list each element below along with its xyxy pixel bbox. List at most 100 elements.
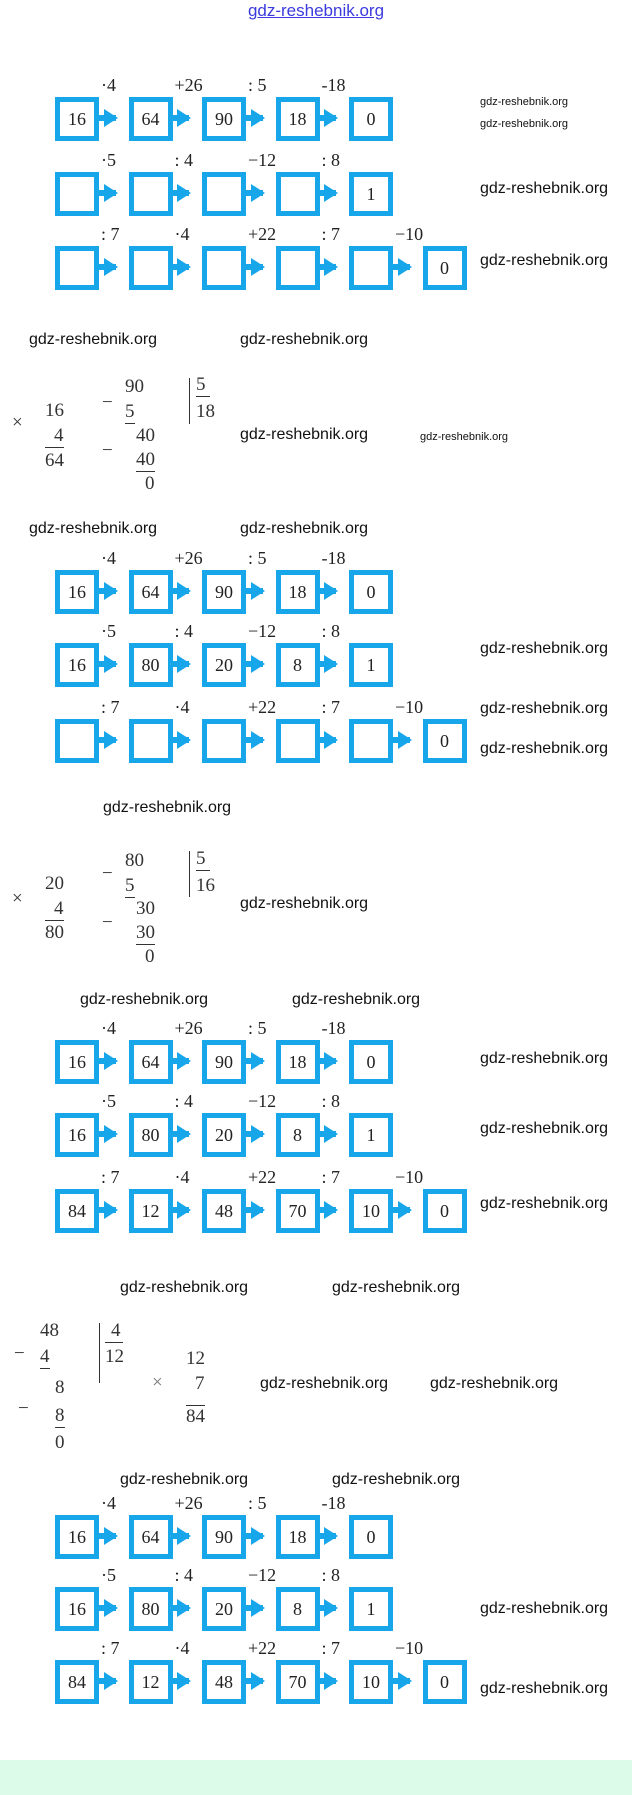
operation-label: : 7 xyxy=(101,1167,120,1187)
arrow-icon xyxy=(98,731,117,749)
operation-label: +22 xyxy=(248,1167,277,1187)
arrow-icon xyxy=(245,1672,264,1690)
watermark: gdz-reshebnik.org xyxy=(29,520,158,537)
number-box xyxy=(55,719,99,763)
number-box: 80 xyxy=(128,1113,173,1157)
number-box: 0 xyxy=(349,1040,393,1084)
arrow-icon xyxy=(245,655,264,673)
operation-label: : 8 xyxy=(321,1565,341,1585)
number-box: 16 xyxy=(55,1113,99,1157)
operation-label: +22 xyxy=(248,224,277,244)
arrow-icon xyxy=(392,731,411,749)
arrow-icon xyxy=(98,258,117,276)
number-box xyxy=(349,246,393,290)
number-box: 80 xyxy=(128,1587,173,1631)
dividend: 48 xyxy=(40,1320,59,1341)
number-box: 0 xyxy=(422,1660,467,1704)
arrow-icon xyxy=(98,1125,117,1143)
watermark: gdz-reshebnik.org xyxy=(480,1120,609,1137)
operation-label: : 8 xyxy=(321,1091,341,1111)
number-box: 20 xyxy=(202,643,246,687)
operation-label: : 7 xyxy=(101,1638,120,1658)
number-box: 18 xyxy=(275,1515,320,1559)
number-box: 20 xyxy=(202,1113,246,1157)
number-box: 18 xyxy=(275,1040,320,1084)
number-box: 1 xyxy=(349,1587,393,1631)
operation-label: : 7 xyxy=(321,1167,341,1187)
number-box xyxy=(275,719,320,763)
arrow-icon xyxy=(245,184,264,202)
quotient: 18 xyxy=(196,401,215,422)
operation-label: : 7 xyxy=(321,1638,341,1658)
arrow-icon xyxy=(318,109,338,127)
arrow-icon xyxy=(171,655,191,673)
operation-label: −10 xyxy=(395,224,424,244)
arrow-icon xyxy=(98,1052,117,1070)
site-link[interactable]: gdz-reshebnik.org xyxy=(247,1,385,20)
arrow-icon xyxy=(318,655,338,673)
arrow-icon xyxy=(171,582,191,600)
operation-label: ·4 xyxy=(174,697,190,717)
number-box: 0 xyxy=(422,1189,467,1233)
arrow-icon xyxy=(318,258,338,276)
subtrahend-1: 4 xyxy=(40,1346,50,1369)
arrow-icon xyxy=(245,1527,264,1545)
number-box: 64 xyxy=(128,570,173,614)
number-box: 20 xyxy=(202,1587,246,1631)
product: 84 xyxy=(186,1405,205,1427)
operation-label: −10 xyxy=(395,697,424,717)
factor-2: 4 xyxy=(45,425,64,448)
watermark: gdz-reshebnik.org xyxy=(480,740,609,757)
operation-label: +26 xyxy=(174,548,203,568)
number-box: 64 xyxy=(128,1515,173,1559)
operation-label: ·5 xyxy=(101,1565,116,1585)
arrow-icon xyxy=(318,1527,338,1545)
number-box: 48 xyxy=(202,1189,246,1233)
arrow-icon xyxy=(392,1672,411,1690)
number-box: 12 xyxy=(128,1189,173,1233)
number-box xyxy=(202,246,246,290)
subtrahend-2: 30 xyxy=(136,922,155,945)
subtrahend-1: 5 xyxy=(125,401,135,424)
remainder-2: 0 xyxy=(145,473,155,494)
remainder-1: 8 xyxy=(55,1377,65,1398)
operation-label: ·4 xyxy=(101,1018,116,1038)
operation-label: -18 xyxy=(321,1493,346,1513)
number-box: 0 xyxy=(422,246,467,290)
arrow-icon xyxy=(245,1599,264,1617)
number-box xyxy=(128,172,173,216)
number-box: 10 xyxy=(349,1189,393,1233)
watermark: gdz-reshebnik.org xyxy=(240,331,369,348)
watermark: gdz-reshebnik.org xyxy=(332,1279,461,1296)
number-box: 8 xyxy=(275,1587,320,1631)
watermark: gdz-reshebnik.org xyxy=(120,1471,249,1488)
number-box: 1 xyxy=(349,643,393,687)
arrow-icon xyxy=(98,1599,117,1617)
arrow-icon xyxy=(318,731,338,749)
arrow-icon xyxy=(245,109,264,127)
number-box: 64 xyxy=(128,97,173,141)
arrow-icon xyxy=(171,1052,191,1070)
number-box: 12 xyxy=(128,1660,173,1704)
arrow-icon xyxy=(171,1672,191,1690)
watermark: gdz-reshebnik.org xyxy=(80,991,209,1008)
arrow-icon xyxy=(318,184,338,202)
arrow-icon xyxy=(245,582,264,600)
minus-sign: − xyxy=(102,863,113,884)
quotient: 12 xyxy=(105,1346,124,1367)
minus-sign: − xyxy=(102,392,113,413)
operation-label: -18 xyxy=(321,548,346,568)
number-box: 0 xyxy=(349,1515,393,1559)
number-box: 0 xyxy=(349,97,393,141)
factor-2: 7 xyxy=(195,1373,205,1394)
number-box: 70 xyxy=(275,1189,320,1233)
operation-label: : 8 xyxy=(321,150,341,170)
arrow-icon xyxy=(171,184,191,202)
number-box: 1 xyxy=(349,1113,393,1157)
watermark: gdz-reshebnik.org xyxy=(480,1680,609,1697)
operation-label: : 5 xyxy=(248,1018,267,1038)
divisor: 4 xyxy=(105,1320,123,1343)
watermark: gdz-reshebnik.org xyxy=(480,700,609,717)
operation-label: : 4 xyxy=(174,621,194,641)
multiply-sign: × xyxy=(152,1372,163,1393)
